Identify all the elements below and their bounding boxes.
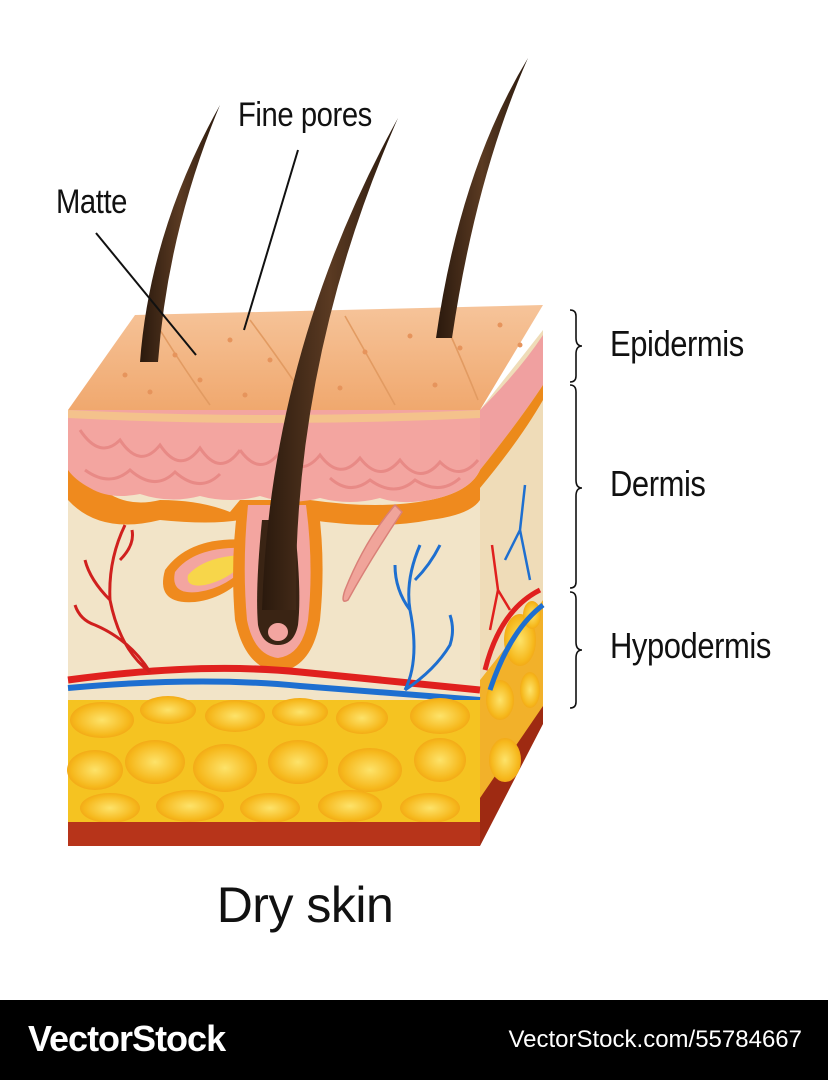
block-side-face <box>480 330 545 846</box>
sebaceous-gland <box>163 539 255 603</box>
dermis-papillae <box>68 410 480 503</box>
arrector-muscle <box>342 503 403 602</box>
dermis-orange-band <box>68 440 480 525</box>
label-fine-pores: Fine pores <box>238 96 372 134</box>
blood-vessels <box>67 524 481 703</box>
watermark-footer: VectorStock VectorStock.com/55784667 <box>0 1000 828 1080</box>
brand-logo-text: VectorStock <box>28 1018 226 1059</box>
label-leader-lines <box>95 149 299 356</box>
hypodermis-fat <box>67 696 480 846</box>
label-matte: Matte <box>56 183 127 221</box>
hair-strands <box>140 58 528 610</box>
skin-cross-section-diagram <box>67 58 583 846</box>
image-id-text: VectorStock.com/55784667 <box>508 1026 802 1053</box>
layer-brackets <box>569 309 583 709</box>
label-hypodermis: Hypodermis <box>610 625 771 666</box>
label-dermis: Dermis <box>610 463 706 504</box>
label-epidermis: Epidermis <box>610 323 744 364</box>
diagram-caption: Dry skin <box>216 877 394 933</box>
